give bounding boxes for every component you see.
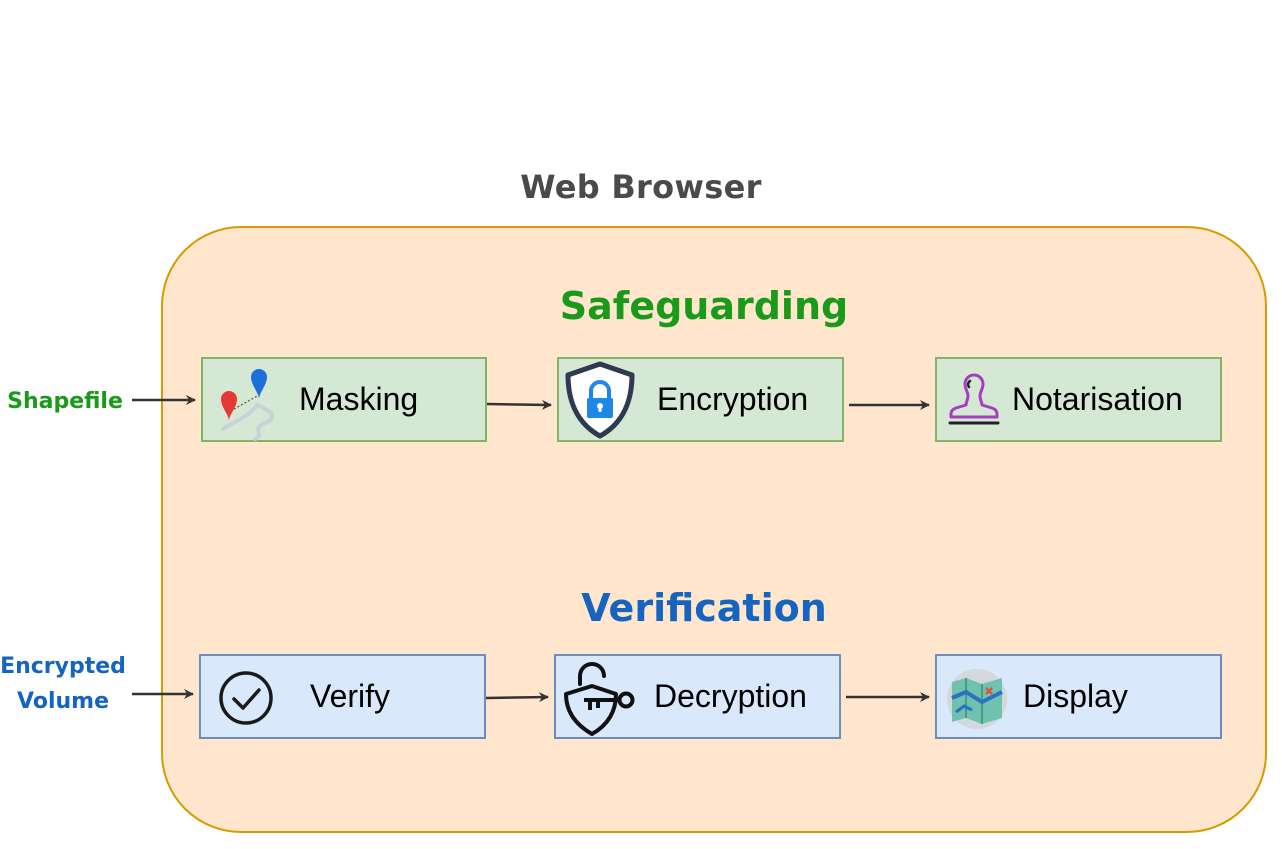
notarisation-label: Notarisation [1012,381,1183,417]
encrypted-volume-input-label: Encrypted Volume [0,649,126,719]
stamp-icon [948,373,1000,425]
diagram-title: Web Browser [520,168,762,206]
encryption-label: Encryption [657,381,809,417]
verification-title: Verification [581,586,827,630]
decryption-label: Decryption [654,678,807,714]
map-icon [947,669,1007,729]
map-pins-icon [221,369,275,441]
verify-label: Verify [310,678,391,714]
encrypted-volume-line1: Encrypted [0,654,126,679]
decryption-step: Decryption [554,654,841,739]
masking-step: Masking [201,357,487,442]
check-circle-icon [219,671,273,725]
shield-lock-icon [565,361,635,439]
safeguarding-title: Safeguarding [559,284,849,328]
encryption-step: Encryption [557,357,844,442]
display-label: Display [1023,678,1128,714]
verify-step: Verify [199,654,486,739]
shield-key-icon [564,662,635,736]
masking-label: Masking [299,381,419,417]
display-step: Display [935,654,1222,739]
encrypted-volume-line2: Volume [17,689,109,714]
shapefile-input-label: Shapefile [7,389,123,414]
notarisation-step: Notarisation [935,357,1222,442]
